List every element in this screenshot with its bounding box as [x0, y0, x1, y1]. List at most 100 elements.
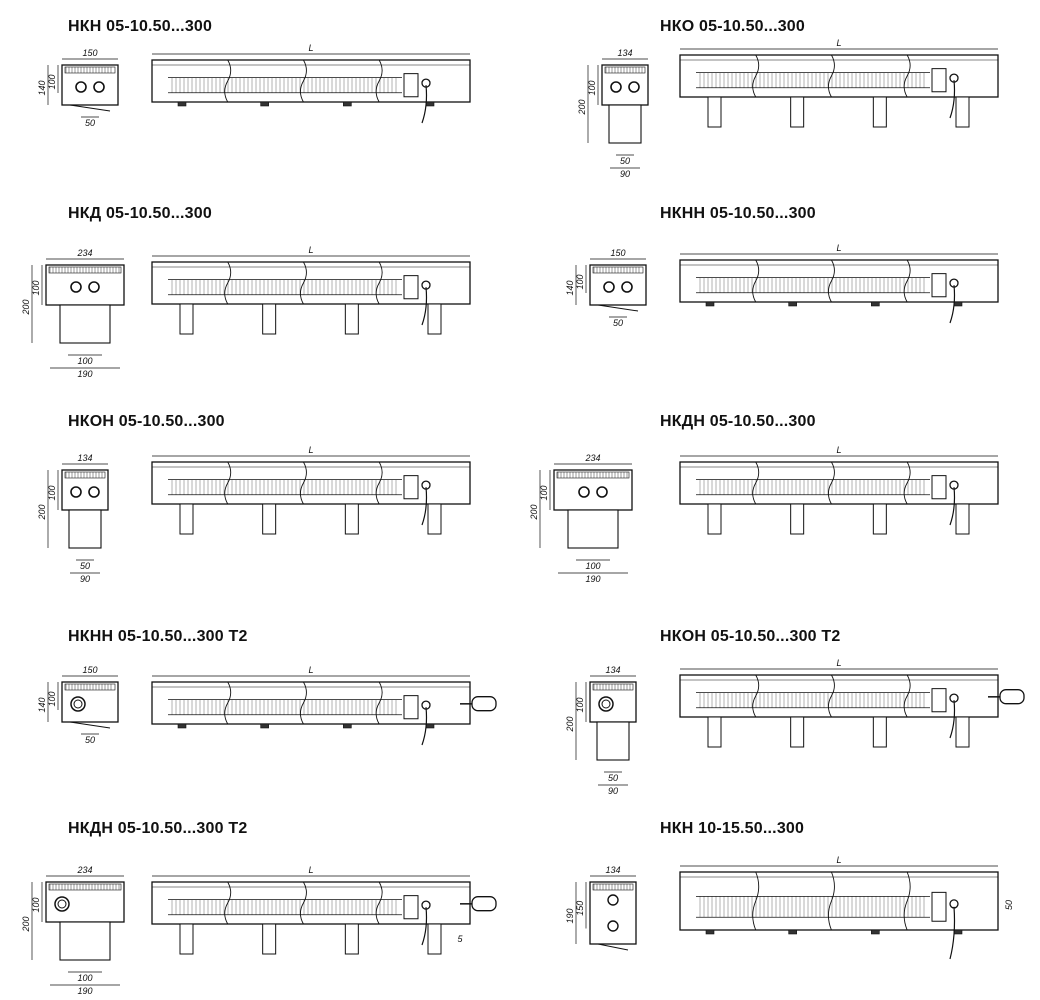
break-line [752, 259, 760, 303]
valve-block [931, 68, 947, 93]
section-box [589, 881, 637, 945]
support-leg [707, 96, 722, 128]
break-line [827, 54, 835, 98]
support-leg [955, 96, 970, 128]
pipe-icon [596, 486, 608, 498]
extra-dim-label: 5 [457, 934, 463, 944]
foot [177, 723, 187, 729]
pipe-icon [88, 486, 100, 498]
long-view: L [151, 665, 497, 746]
body-outline [679, 871, 999, 931]
valve-block [403, 695, 419, 720]
break-line [299, 681, 307, 725]
inner-dim-label: 100 [31, 280, 41, 295]
break-line [375, 461, 383, 505]
break-line [903, 54, 911, 98]
break-line [827, 871, 835, 931]
model-title-nknn: НКНН 05-10.50...300 [660, 205, 816, 222]
support-leg [344, 503, 359, 535]
height-dim-label: 190 [565, 908, 575, 923]
long-view: L [679, 38, 999, 128]
break-line [224, 881, 232, 925]
pipe-icon [607, 894, 619, 906]
length-dim-label: L [308, 445, 313, 455]
cable-line [949, 906, 956, 960]
length-dim-label: L [836, 855, 841, 865]
long-view: L5 [151, 865, 497, 955]
foot [343, 723, 352, 729]
support-leg [68, 509, 102, 549]
height-dim-label: 200 [529, 504, 539, 520]
conn2-dim-label: 90 [608, 786, 618, 796]
conn-dim-label: 100 [585, 561, 600, 571]
extra-dim-label: 50 [1004, 900, 1014, 910]
cable-line [949, 487, 956, 526]
support-leg [707, 503, 722, 535]
model-title-nkn-10-15: НКН 10-15.50...300 [660, 820, 805, 837]
long-view: L [679, 243, 999, 324]
support-leg [872, 503, 887, 535]
break-line [375, 681, 383, 725]
inner-dim-label: 150 [575, 901, 585, 916]
model-title-nknn-t2: НКНН 05-10.50...300 Т2 [68, 628, 248, 645]
length-dim-label: L [308, 665, 313, 675]
foot [871, 929, 880, 935]
support-leg [262, 503, 277, 535]
pipe-icon [70, 696, 86, 712]
grille-strip [556, 471, 630, 479]
model-title-nkdn-t2: НКДН 05-10.50...300 Т2 [68, 820, 248, 837]
conn2-dim-label: 190 [77, 369, 92, 379]
valve-block [403, 73, 419, 98]
width-dim-label: 134 [77, 453, 92, 463]
length-dim-label: L [836, 658, 841, 668]
support-leg [567, 509, 619, 549]
support-leg [427, 923, 442, 955]
support-leg [262, 303, 277, 335]
valve-icon [949, 899, 959, 909]
width-dim-label: 150 [82, 665, 97, 675]
width-dim-label: 150 [82, 48, 97, 58]
valve-block [403, 275, 419, 300]
model-title-nkd: НКД 05-10.50...300 [68, 205, 212, 222]
cable-line [421, 907, 428, 946]
break-line [224, 461, 232, 505]
grille-strip [592, 883, 634, 891]
break-line [224, 59, 232, 103]
width-dim-label: 150 [610, 248, 625, 258]
support-leg [790, 503, 805, 535]
support-leg [872, 716, 887, 748]
model-title-nkon-t2: НКОН 05-10.50...300 Т2 [660, 628, 841, 645]
grille-strip [48, 883, 122, 891]
length-dim-label: L [836, 38, 841, 48]
valve-block [403, 895, 419, 920]
length-dim-label: L [836, 243, 841, 253]
pipe-icon [70, 281, 82, 293]
support-leg [59, 304, 111, 344]
inner-dim-label: 100 [47, 691, 57, 706]
pipe-icon [73, 699, 83, 709]
pipe-icon [621, 281, 633, 293]
break-line [375, 59, 383, 103]
valve-block [403, 475, 419, 500]
inner-dim-label: 100 [587, 80, 597, 95]
break-line [752, 54, 760, 98]
model-title-nkdn: НКДН 05-10.50...300 [660, 413, 816, 430]
pipe-icon [610, 81, 622, 93]
grille-strip [592, 683, 634, 691]
long-view: L 50 [679, 855, 1014, 960]
foot [705, 929, 715, 935]
conn-dim-label: 100 [77, 973, 92, 983]
conn-dim-label: 50 [80, 561, 90, 571]
pipe-icon [88, 281, 100, 293]
height-dim-label: 200 [565, 716, 575, 732]
break-line [299, 881, 307, 925]
break-line [752, 871, 760, 931]
